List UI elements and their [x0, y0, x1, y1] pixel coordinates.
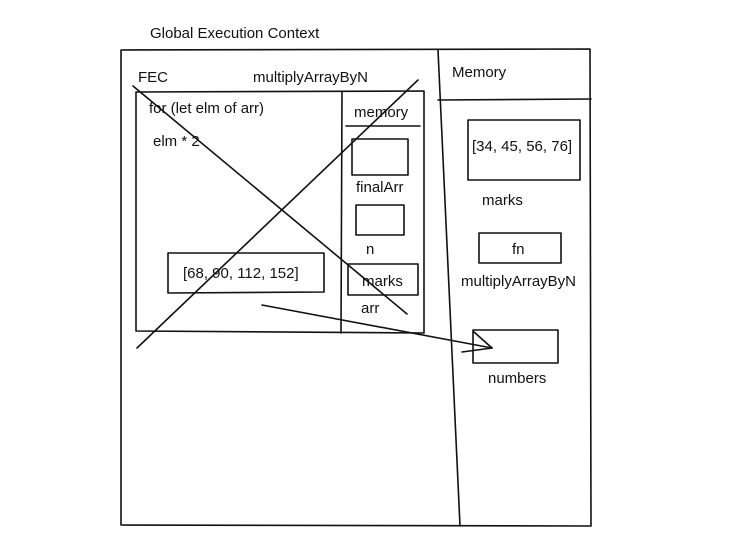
arr-to-numbers-arrow — [261, 304, 493, 349]
gec-frame — [120, 48, 592, 527]
numbers-box — [472, 329, 559, 364]
marks-value-text: [34, 45, 56, 76] — [472, 138, 572, 155]
gec-title: Global Execution Context — [150, 25, 320, 42]
numbers-label: numbers — [488, 370, 546, 387]
finalArr-slot — [351, 138, 409, 176]
gec-divider — [437, 49, 461, 527]
result-array-box — [167, 252, 325, 294]
fec-cross-line-1 — [132, 85, 408, 315]
marks-ref-text: marks — [362, 273, 403, 290]
memory-header-line — [437, 98, 592, 101]
arr-label: arr — [361, 300, 379, 317]
fec-memory-divider — [340, 90, 343, 334]
fn-label: multiplyArrayByN — [461, 273, 576, 290]
arrow-head-lower — [461, 347, 493, 353]
fec-function-name: multiplyArrayByN — [253, 69, 368, 86]
n-slot — [355, 204, 405, 236]
fec-cross-line-2 — [136, 79, 419, 349]
marks-ref-box — [347, 263, 419, 296]
finalArr-label: finalArr — [356, 179, 404, 196]
result-array-text: [68, 90, 112, 152] — [183, 265, 299, 282]
arrow-head-upper — [473, 331, 493, 349]
fec-expression-text: elm * 2 — [153, 133, 200, 150]
marks-value-box — [467, 119, 581, 181]
n-label: n — [366, 241, 374, 258]
fec-memory-label: memory — [354, 104, 409, 121]
fn-value-box — [478, 232, 562, 264]
global-memory-label: Memory — [452, 64, 507, 81]
fec-loop-text: for (let elm of arr) — [149, 100, 264, 117]
fn-value-text: fn — [512, 241, 525, 258]
marks-label: marks — [482, 192, 523, 209]
fec-label: FEC — [138, 69, 168, 86]
fec-box — [135, 90, 425, 334]
